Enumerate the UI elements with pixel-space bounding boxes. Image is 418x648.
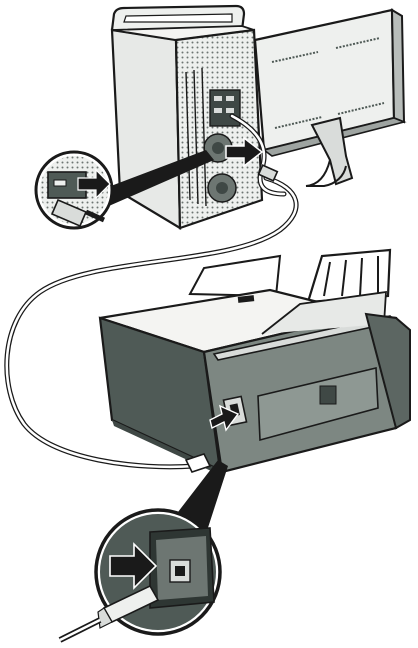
usb-cable [4,113,299,470]
arrow-printer-port-icon [209,404,240,432]
callout-computer-port [34,150,214,230]
callout-printer-port [58,460,228,643]
monitor [253,8,407,187]
computer-tower [110,4,264,230]
printer [98,248,411,476]
arrow-computer-port-icon [225,136,264,168]
